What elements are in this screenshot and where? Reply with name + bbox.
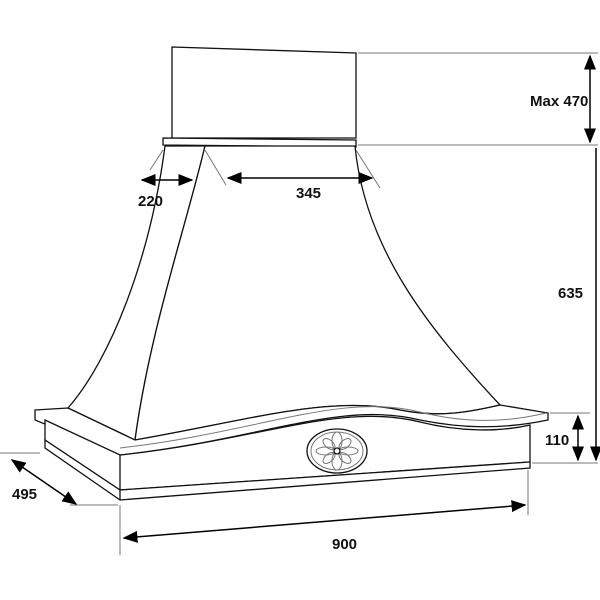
hood-base	[34, 404, 549, 501]
collar	[162, 137, 357, 148]
dim-width: 900	[332, 536, 357, 553]
rosette-ornament	[306, 428, 368, 474]
dim-base-height: 110	[545, 432, 569, 449]
dim-chimney-width: 345	[296, 185, 321, 202]
dim-chimney-height: Max 470	[530, 93, 588, 110]
dim-body-height: 635	[558, 285, 583, 302]
chimney	[171, 46, 357, 139]
hood-body	[66, 145, 502, 441]
extension-lines	[0, 52, 598, 555]
dim-chimney-depth: 220	[138, 193, 163, 210]
dim-depth: 495	[12, 486, 37, 503]
dimension-arrows	[10, 54, 600, 543]
